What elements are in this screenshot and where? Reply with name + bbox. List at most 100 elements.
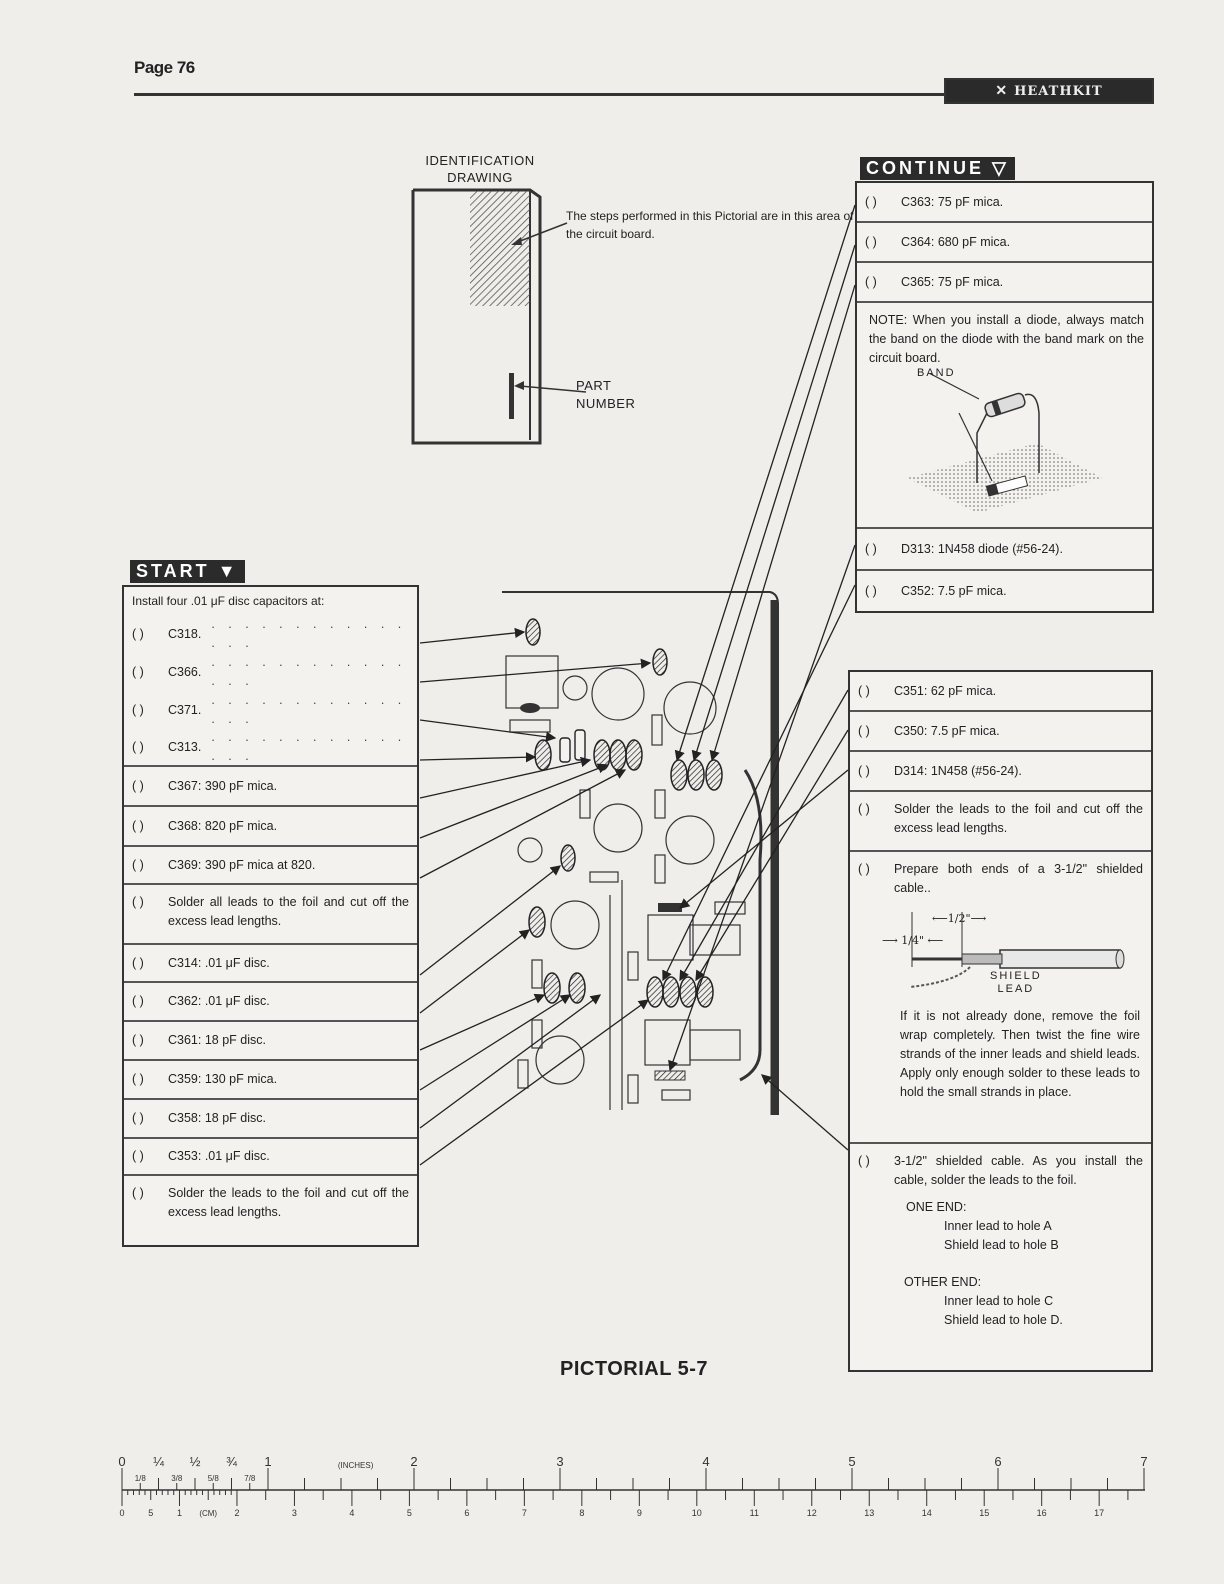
install-intro: Install four .01 μF disc capacitors at: (132, 594, 325, 608)
foil-note: If it is not already done, remove the fo… (900, 1009, 1140, 1099)
step-text: C359: 130 pF mica. (168, 1072, 278, 1086)
inch-label: 7 (1140, 1454, 1147, 1469)
continue-step[interactable]: ( ) C352: 7.5 pF mica. (857, 571, 1152, 611)
step-checkbox[interactable]: ( ) (132, 664, 144, 679)
start-step[interactable]: ( ) C367: 390 pF mica. (124, 767, 417, 807)
start-step[interactable]: ( ) Solder the leads to the foil and cut… (124, 1176, 417, 1229)
start-step[interactable]: ( ) C362: .01 μF disc. (124, 983, 417, 1022)
start-step[interactable]: ( ) C358: 18 pF disc. (124, 1100, 417, 1139)
step-checkbox[interactable]: ( ) (858, 862, 870, 876)
cm-label: 13 (864, 1508, 874, 1518)
cm-label: 5 (407, 1508, 412, 1518)
step-checkbox[interactable]: ( ) (858, 1154, 870, 1168)
dim-arrow-icon: ⟶ (882, 934, 902, 947)
step-checkbox[interactable]: ( ) (865, 194, 877, 209)
step-checkbox[interactable]: ( ) (132, 778, 144, 793)
cm-label: 9 (637, 1508, 642, 1518)
continue-step[interactable]: ( ) D313: 1N458 diode (#56-24). (857, 529, 1152, 571)
area-pointer-arrow (511, 222, 568, 245)
board-outline (502, 591, 779, 1115)
cable-panel-step[interactable]: ( ) D314: 1N458 (#56-24). (850, 752, 1151, 792)
cm-label: 1 (177, 1508, 182, 1518)
part-number-label: PART NUMBER (576, 377, 635, 413)
header-rule (134, 93, 954, 96)
start-step[interactable]: ( ) C366. . . . . . . . . . . . . . . . (124, 653, 417, 691)
prepare-cable-block[interactable]: ( ) Prepare both ends of a 3-1/2" shield… (850, 852, 1151, 1144)
one-end-line: Shield lead to hole B (944, 1238, 1059, 1252)
step-checkbox[interactable]: ( ) (132, 895, 144, 909)
step-checkbox[interactable]: ( ) (132, 1111, 144, 1125)
prepare-step[interactable]: ( ) Prepare both ends of a 3-1/2" shield… (850, 852, 1151, 898)
half-inch-label: 1/2" (947, 912, 971, 925)
half-inch-dim: ⟵1/2"⟶ (932, 912, 986, 925)
start-step[interactable]: ( ) C369: 390 pF mica at 820. (124, 847, 417, 885)
start-step[interactable]: ( ) C359: 130 pF mica. (124, 1061, 417, 1100)
step-checkbox[interactable]: ( ) (132, 857, 144, 872)
cable-install-step[interactable]: ( ) 3-1/2" shielded cable. As you instal… (850, 1152, 1151, 1190)
heathkit-logo: ✕ HEATHKIT (944, 78, 1154, 104)
step-checkbox[interactable]: ( ) (132, 1149, 144, 1163)
step-checkbox[interactable]: ( ) (858, 763, 870, 778)
step-checkbox[interactable]: ( ) (132, 739, 144, 754)
dim-arrow-icon: ⟶ (970, 912, 987, 925)
inch-label: 1 (264, 1454, 271, 1469)
start-panel: Install four .01 μF disc capacitors at: … (122, 585, 419, 1247)
start-step[interactable]: ( ) C368: 820 pF mica. (124, 807, 417, 847)
start-step[interactable]: ( ) C361: 18 pF disc. (124, 1022, 417, 1061)
one-end-title: ONE END: (906, 1200, 967, 1214)
continue-step[interactable]: ( ) C363: 75 pF mica. (857, 183, 1152, 223)
continue-step[interactable]: ( ) C364: 680 pF mica. (857, 223, 1152, 263)
cable-panel-step[interactable]: ( ) C351: 62 pF mica. (850, 672, 1151, 712)
step-text: C365: 75 pF mica. (901, 274, 1004, 289)
step-checkbox[interactable]: ( ) (132, 702, 144, 717)
step-checkbox[interactable]: ( ) (132, 1072, 144, 1086)
continue-step[interactable]: ( ) C365: 75 pF mica. (857, 263, 1152, 303)
identification-title-line2: DRAWING (447, 170, 513, 185)
cm-label: 0 (119, 1508, 124, 1518)
step-checkbox[interactable]: ( ) (865, 541, 877, 556)
step-checkbox[interactable]: ( ) (865, 274, 877, 289)
page-number: Page 76 (134, 58, 195, 77)
start-step[interactable]: ( ) Solder all leads to the foil and cut… (124, 885, 417, 945)
cm-label: 17 (1094, 1508, 1104, 1518)
start-step[interactable]: ( ) C314: .01 μF disc. (124, 945, 417, 983)
step-text: C313. (168, 739, 202, 754)
logo-symbol-icon: ✕ (995, 83, 1009, 99)
inch-unit-label: (INCHES) (338, 1461, 374, 1470)
step-checkbox[interactable]: ( ) (865, 234, 877, 249)
step-checkbox[interactable]: ( ) (858, 683, 870, 698)
step-checkbox[interactable]: ( ) (132, 626, 144, 641)
step-checkbox[interactable]: ( ) (132, 1033, 144, 1047)
step-checkbox[interactable]: ( ) (132, 818, 144, 833)
step-checkbox[interactable]: ( ) (858, 723, 870, 738)
leader-dots: . . . . . . . . . . . . . . . (211, 617, 407, 650)
start-step[interactable]: ( ) C371. . . . . . . . . . . . . . . . (124, 691, 417, 729)
inch-label: 0 (118, 1454, 125, 1469)
disc-capacitors (525, 618, 723, 1008)
start-step[interactable]: ( ) C353: .01 μF disc. (124, 1139, 417, 1176)
inch-label: 5 (848, 1454, 855, 1469)
start-step[interactable]: ( ) C318. . . . . . . . . . . . . . . . (124, 615, 417, 653)
step-text: 3-1/2" shielded cable. As you install th… (894, 1154, 1143, 1187)
step-checkbox[interactable]: ( ) (132, 1186, 144, 1200)
inch-label: 2 (410, 1454, 417, 1469)
step-text: C368: 820 pF mica. (168, 818, 278, 833)
cm-label: 7 (522, 1508, 527, 1518)
step-text: Solder the leads to the foil and cut off… (894, 802, 1143, 835)
diode-note: NOTE: When you install a diode, always m… (869, 313, 1144, 365)
step-text: C367: 390 pF mica. (168, 778, 278, 793)
eighth-label: 5/8 (208, 1474, 220, 1483)
cable-panel: ( ) C351: 62 pF mica. ( ) C350: 7.5 pF m… (848, 670, 1153, 1372)
cable-install-block[interactable]: ( ) 3-1/2" shielded cable. As you instal… (850, 1144, 1151, 1330)
step-checkbox[interactable]: ( ) (132, 955, 144, 970)
step-text: C350: 7.5 pF mica. (894, 723, 1000, 738)
step-checkbox[interactable]: ( ) (865, 583, 877, 598)
step-text: C358: 18 pF disc. (168, 1111, 266, 1125)
cable-panel-step[interactable]: ( ) Solder the leads to the foil and cut… (850, 792, 1151, 852)
start-step[interactable]: ( ) C313. . . . . . . . . . . . . . . . (124, 729, 417, 767)
step-checkbox[interactable]: ( ) (132, 994, 144, 1008)
cable-panel-step[interactable]: ( ) C350: 7.5 pF mica. (850, 712, 1151, 752)
step-checkbox[interactable]: ( ) (858, 802, 870, 816)
logo-text: HEATHKIT (1014, 83, 1103, 99)
